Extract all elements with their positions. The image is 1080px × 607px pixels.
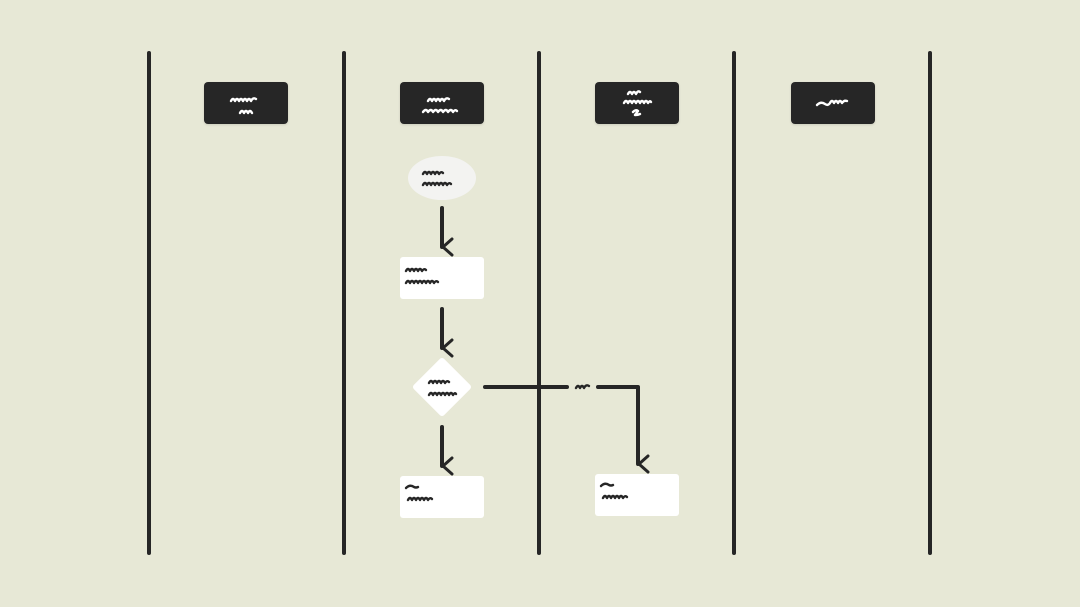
lane-header-2[interactable] <box>400 82 484 124</box>
edge-label-scribble-icon <box>574 384 591 390</box>
lane-header-1[interactable] <box>204 82 288 124</box>
start-node[interactable] <box>408 156 476 200</box>
connectors <box>440 206 650 476</box>
header-1-scribble-icon <box>229 97 258 115</box>
step-2-scribble-icon <box>404 484 434 502</box>
header-3-scribble-icon <box>622 90 653 117</box>
lane-header-3[interactable] <box>595 82 679 124</box>
process-node-step-2[interactable] <box>400 476 484 518</box>
edge-decision-to-step-3-right <box>596 385 650 474</box>
header-4-scribble-icon <box>815 99 849 107</box>
start-node-scribble-icon <box>421 170 453 187</box>
step-3-scribble-icon <box>599 482 629 500</box>
step-1-scribble-icon <box>404 267 440 285</box>
lane-header-4[interactable] <box>791 82 875 124</box>
header-2-scribble-icon <box>421 97 459 114</box>
decision-scribble-icon <box>427 379 458 397</box>
process-node-step-1[interactable] <box>400 257 484 299</box>
lane-dividers <box>147 51 932 555</box>
decision-node[interactable] <box>413 358 471 416</box>
process-node-step-3[interactable] <box>595 474 679 516</box>
